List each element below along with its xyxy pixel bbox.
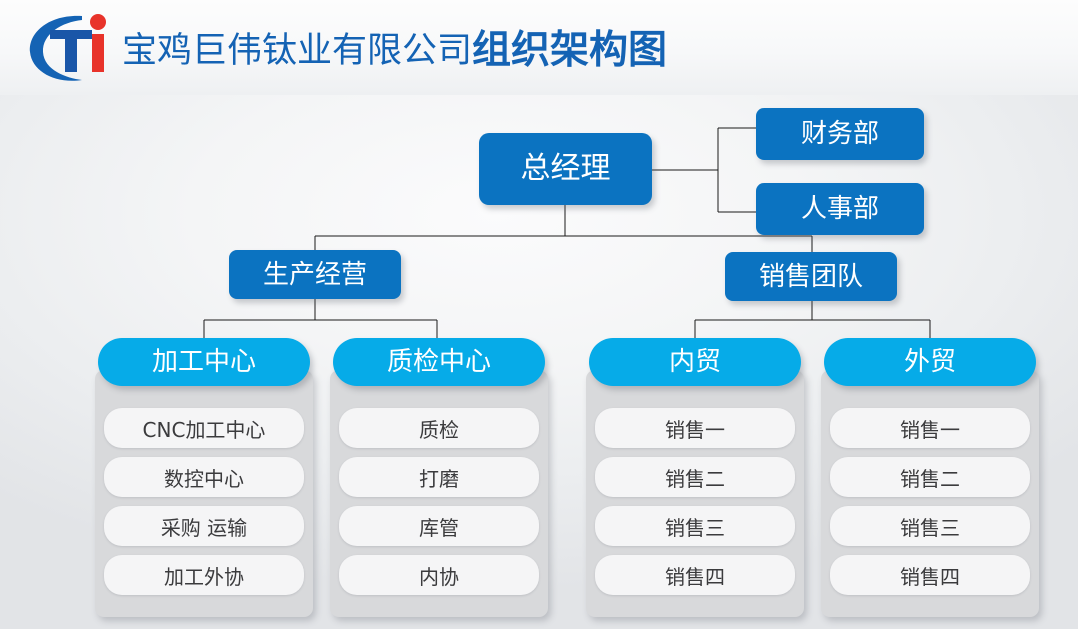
leaf-item[interactable]: 销售三 bbox=[595, 506, 795, 546]
leaf-item[interactable]: 质检 bbox=[339, 408, 539, 448]
juwei-titanium-logo bbox=[29, 14, 106, 81]
node-finance-department[interactable]: 财务部 bbox=[756, 108, 924, 160]
leaf-label: 销售一 bbox=[665, 417, 725, 442]
page-header: 宝鸡巨伟钛业有限公司组织架构图 bbox=[0, 0, 1078, 95]
leaf-item[interactable]: 销售一 bbox=[830, 408, 1030, 448]
leaf-label: 销售二 bbox=[900, 466, 960, 491]
node-label: 财务部 bbox=[800, 119, 879, 149]
leaf-label: 质检 bbox=[419, 417, 459, 442]
node-label: 生产经营 bbox=[262, 259, 367, 290]
leaf-label: 采购 运输 bbox=[160, 515, 248, 540]
group-head-label: 质检中心 bbox=[386, 347, 491, 377]
leaf-label: 打磨 bbox=[419, 466, 459, 491]
company-name: 宝鸡巨伟钛业有限公司 bbox=[122, 30, 473, 71]
leaf-label: 数控中心 bbox=[164, 466, 244, 491]
leaf-label: CNC加工中心 bbox=[142, 417, 266, 442]
leaf-item[interactable]: 销售四 bbox=[595, 555, 795, 595]
leaf-item[interactable]: CNC加工中心 bbox=[104, 408, 304, 448]
group-head-label: 外贸 bbox=[903, 347, 956, 377]
page-title: 宝鸡巨伟钛业有限公司组织架构图 bbox=[122, 16, 667, 78]
leaf-label: 销售三 bbox=[665, 515, 725, 540]
node-hr-department[interactable]: 人事部 bbox=[756, 183, 924, 235]
leaf-label: 销售二 bbox=[665, 466, 725, 491]
group-head-machining-center[interactable]: 加工中心 bbox=[98, 338, 310, 386]
leaf-item[interactable]: 销售四 bbox=[830, 555, 1030, 595]
group-head-label: 加工中心 bbox=[151, 347, 256, 377]
leaf-label: 销售四 bbox=[665, 564, 725, 589]
leaf-label: 销售四 bbox=[900, 564, 960, 589]
node-sales-team[interactable]: 销售团队 bbox=[725, 252, 897, 301]
leaf-item[interactable]: 销售二 bbox=[595, 457, 795, 497]
leaf-item[interactable]: 销售二 bbox=[830, 457, 1030, 497]
chart-title: 组织架构图 bbox=[472, 28, 668, 73]
node-production-operations[interactable]: 生产经营 bbox=[229, 250, 401, 299]
leaf-item[interactable]: 数控中心 bbox=[104, 457, 304, 497]
leaf-item[interactable]: 内协 bbox=[339, 555, 539, 595]
leaf-item[interactable]: 加工外协 bbox=[104, 555, 304, 595]
leaf-label: 库管 bbox=[419, 515, 459, 540]
leaf-item[interactable]: 销售三 bbox=[830, 506, 1030, 546]
node-label: 人事部 bbox=[800, 194, 879, 224]
leaf-item[interactable]: 采购 运输 bbox=[104, 506, 304, 546]
group-head-foreign-trade[interactable]: 外贸 bbox=[824, 338, 1036, 386]
leaf-label: 销售三 bbox=[900, 515, 960, 540]
leaf-label: 内协 bbox=[419, 564, 459, 589]
group-head-domestic-trade[interactable]: 内贸 bbox=[589, 338, 801, 386]
group-head-quality-center[interactable]: 质检中心 bbox=[333, 338, 545, 386]
node-label: 销售团队 bbox=[758, 261, 863, 292]
leaf-label: 加工外协 bbox=[164, 564, 244, 589]
leaf-item[interactable]: 销售一 bbox=[595, 408, 795, 448]
node-label: 总经理 bbox=[520, 151, 611, 186]
group-head-label: 内贸 bbox=[668, 347, 721, 377]
leaf-item[interactable]: 打磨 bbox=[339, 457, 539, 497]
leaf-item[interactable]: 库管 bbox=[339, 506, 539, 546]
node-general-manager[interactable]: 总经理 bbox=[479, 133, 652, 205]
leaf-label: 销售一 bbox=[900, 417, 960, 442]
